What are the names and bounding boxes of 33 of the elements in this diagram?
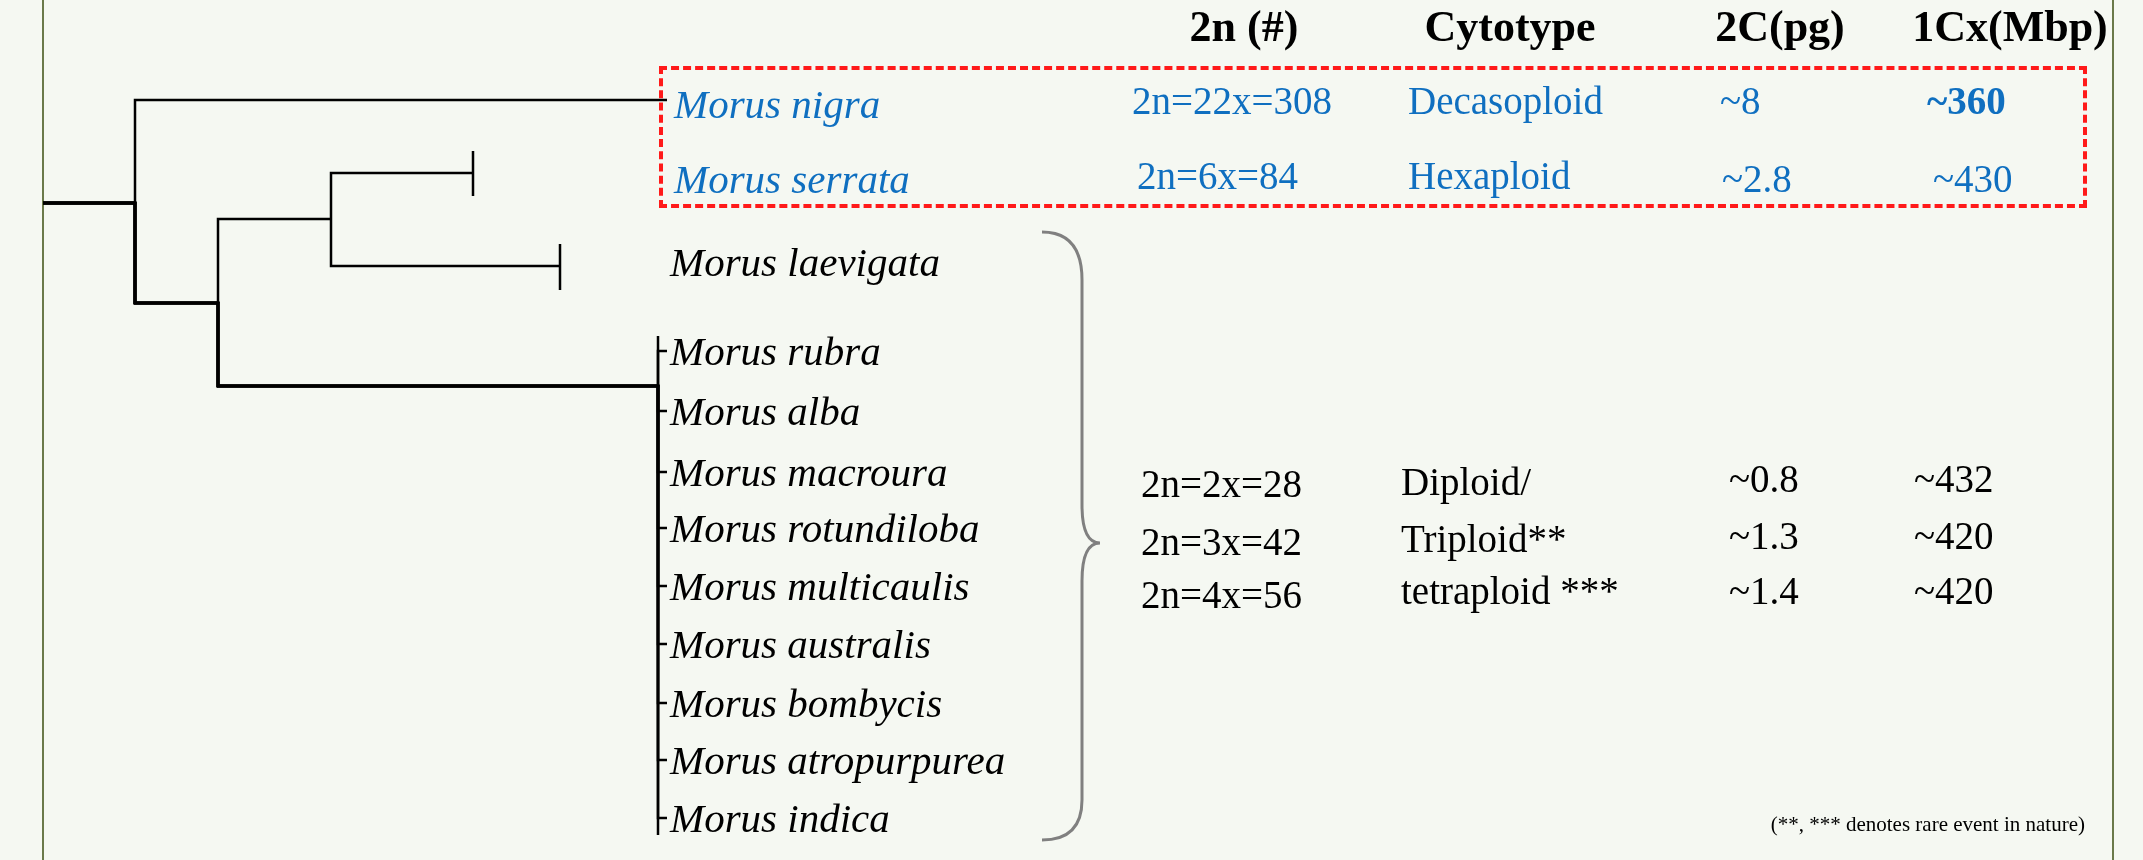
table-value: ~8 (1720, 80, 1761, 120)
column-header: 2C(pg) (1715, 5, 1845, 49)
species-name: Morus multicaulis (670, 565, 970, 607)
table-value: 2n=3x=42 (1141, 521, 1302, 561)
table-value: 2n=6x=84 (1137, 155, 1298, 195)
table-value: ~420 (1914, 515, 1994, 555)
footnote: (**, *** denotes rare event in nature) (1770, 813, 2085, 835)
species-name: Morus bombycis (670, 682, 943, 724)
species-name: Morus macroura (670, 451, 948, 493)
species-name: Morus serrata (674, 158, 910, 200)
species-name: Morus rubra (670, 330, 881, 372)
column-header: 1Cx(Mbp) (1912, 5, 2108, 49)
species-name: Morus laevigata (670, 241, 940, 283)
species-name: Morus australis (670, 623, 931, 665)
table-value: ~0.8 (1729, 458, 1799, 498)
table-value: ~432 (1914, 458, 1994, 498)
table-value: ~2.8 (1722, 158, 1792, 198)
table-value: 2n=4x=56 (1141, 574, 1302, 614)
highlight-frame (659, 66, 2087, 208)
table-value: ~1.4 (1729, 570, 1799, 610)
table-value: 2n=2x=28 (1141, 463, 1302, 503)
table-value: ~420 (1914, 570, 1994, 610)
table-value: ~360 (1927, 80, 2006, 120)
species-name: Morus rotundiloba (670, 507, 980, 549)
species-name: Morus indica (670, 797, 890, 839)
column-header: Cytotype (1424, 5, 1596, 49)
species-name: Morus atropurpurea (670, 739, 1006, 781)
species-name: Morus alba (670, 390, 861, 432)
species-name: Morus nigra (674, 83, 881, 125)
table-value: ~1.3 (1729, 515, 1799, 555)
table-value: 2n=22x=308 (1132, 80, 1332, 120)
table-value: ~430 (1933, 158, 2013, 198)
column-header: 2n (#) (1189, 5, 1299, 49)
